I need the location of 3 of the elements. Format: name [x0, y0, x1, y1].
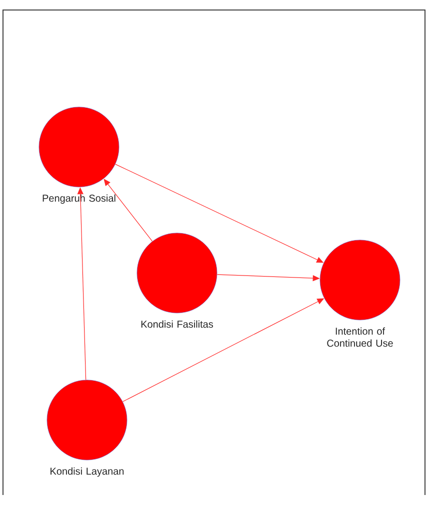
- node-label: Intention of Continued Use: [327, 327, 393, 347]
- node-label: Kondisi Layanan: [50, 467, 124, 477]
- node-label: Kondisi Fasilitas: [141, 320, 214, 328]
